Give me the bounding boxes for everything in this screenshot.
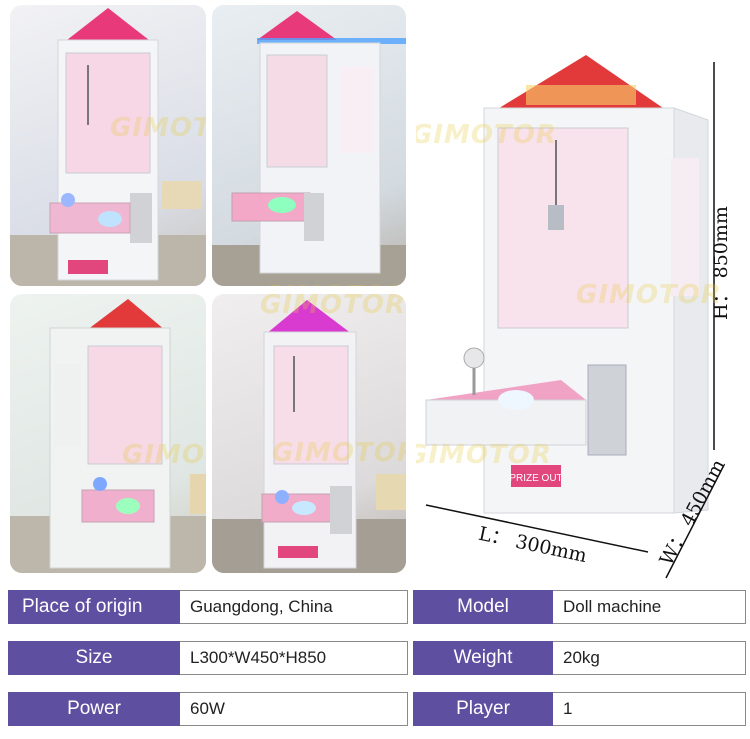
spec-value: Doll machine — [553, 590, 746, 624]
height-dimension-label: H： 850mm — [710, 206, 732, 320]
spec-row-origin: Place of origin Guangdong, China — [8, 590, 408, 624]
prize-out-label: PRIZE OUT — [509, 473, 562, 484]
spec-row-model: Model Doll machine — [413, 590, 746, 624]
spec-row-power: Power 60W — [8, 692, 408, 726]
spec-value: L300*W450*H850 — [180, 641, 408, 675]
claw-machine-main-illustration: PRIZE OUT — [425, 55, 725, 579]
spec-value: 1 — [553, 692, 746, 726]
spec-row-player: Player 1 — [413, 692, 746, 726]
spec-label: Size — [8, 641, 180, 675]
spec-label: Player — [413, 692, 553, 726]
spec-label: Model — [413, 590, 553, 624]
spec-value: 20kg — [553, 641, 746, 675]
product-photo-3: GIMOTOR — [10, 294, 206, 573]
claw-machine-illustration-3 — [10, 299, 206, 573]
product-photo-1: GIMOTOR — [10, 5, 206, 286]
main-product-photo: PRIZE OUT GIMOTOR GIMOTOR GIMOTOR — [416, 40, 750, 585]
spec-label: Weight — [413, 641, 553, 675]
claw-machine-illustration-4 — [212, 300, 406, 573]
product-photo-4: GIMOTOR GIMOTOR — [212, 294, 406, 573]
product-photo-2: GIMOTOR — [212, 5, 406, 286]
spec-value: 60W — [180, 692, 408, 726]
spec-row-weight: Weight 20kg — [413, 641, 746, 675]
spec-value: Guangdong, China — [180, 590, 408, 624]
claw-machine-illustration-2 — [212, 11, 406, 286]
spec-label: Power — [8, 692, 180, 726]
claw-machine-illustration-1 — [10, 8, 206, 286]
spec-label: Place of origin — [8, 590, 180, 624]
spec-row-size: Size L300*W450*H850 — [8, 641, 408, 675]
